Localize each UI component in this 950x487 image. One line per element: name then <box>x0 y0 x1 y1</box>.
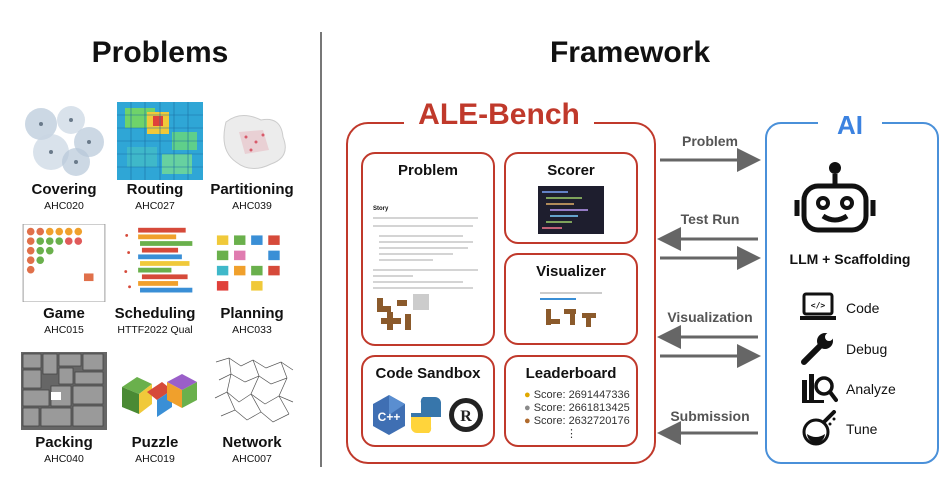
covering-thumbnail <box>21 102 107 180</box>
problem-story-label: Story <box>373 206 389 212</box>
problem-name: Partitioning <box>210 181 294 198</box>
tool-label-analyze: Analyze <box>846 381 896 397</box>
submission-arrow-label: Submission <box>670 408 750 424</box>
svg-text:R: R <box>460 408 472 425</box>
wrench-icon <box>801 333 833 365</box>
leaderboard-card: Leaderboard ● Score: 2691447336 ● Score:… <box>504 355 638 447</box>
flow-arrows <box>657 148 761 445</box>
network-thumbnail <box>211 352 297 430</box>
leaderboard-score-1: ● Score: 2691447336 <box>524 389 630 401</box>
puzzle-thumbnail <box>117 362 203 432</box>
scorer-card: Scorer <box>504 152 638 244</box>
cpp-icon: C++ <box>373 395 405 435</box>
ai-title: AI <box>818 110 882 141</box>
score-text: Score: 2632720176 <box>533 415 630 427</box>
problem-statement-preview <box>373 217 478 330</box>
code-icon: </> <box>800 292 836 320</box>
score-text: Score: 2661813425 <box>533 402 630 414</box>
leaderboard-card-title: Leaderboard <box>525 365 617 382</box>
more-icon: ⋮ <box>566 428 577 440</box>
problem-name: Puzzle <box>131 434 179 451</box>
problem-code: AHC020 <box>44 200 84 212</box>
problem-code: AHC015 <box>44 324 84 336</box>
scheduling-thumbnail <box>119 224 201 302</box>
problem-code: HTTF2022 Qual <box>117 324 193 336</box>
problem-card: Problem Story <box>361 152 495 346</box>
problem-arrow-label: Problem <box>681 133 738 149</box>
framework-heading: Framework <box>549 36 711 69</box>
problems-heading: Problems <box>91 36 229 69</box>
problem-name: Scheduling <box>114 305 196 322</box>
visualization-arrow-label: Visualization <box>667 309 753 325</box>
problem-code: AHC040 <box>44 453 84 465</box>
problem-name: Packing <box>35 434 93 451</box>
robot-icon <box>794 162 876 233</box>
problem-name: Planning <box>220 305 284 322</box>
tool-label-debug: Debug <box>846 341 888 357</box>
test-run-arrow-label: Test Run <box>680 211 740 227</box>
score-text: Score: 2691447336 <box>533 389 630 401</box>
problem-code: AHC019 <box>135 453 175 465</box>
leaderboard-score-3: ● Score: 2632720176 <box>524 415 630 427</box>
visualizer-card-title: Visualizer <box>536 263 606 280</box>
tool-label-tune: Tune <box>846 421 878 437</box>
scorer-card-title: Scorer <box>547 162 595 179</box>
code-editor-preview <box>538 186 604 234</box>
svg-text:C++: C++ <box>378 410 401 424</box>
visualizer-card: Visualizer <box>504 253 638 345</box>
code-sandbox-card-title: Code Sandbox <box>375 365 481 382</box>
problem-code: AHC027 <box>135 200 175 212</box>
code-sandbox-card: Code Sandbox C++ R <box>361 355 495 447</box>
ai-subtitle: LLM + Scaffolding <box>789 251 911 267</box>
section-divider <box>320 32 322 467</box>
problem-name: Routing <box>126 181 184 198</box>
visualizer-preview <box>536 289 606 337</box>
svg-text:</>: </> <box>811 301 826 310</box>
partitioning-thumbnail <box>211 102 297 180</box>
planning-thumbnail <box>213 224 295 302</box>
routing-thumbnail <box>117 102 203 180</box>
analyze-icon <box>802 374 838 403</box>
python-icon <box>411 397 441 433</box>
problem-name: Network <box>222 434 282 451</box>
problem-card-title: Problem <box>397 162 458 179</box>
language-icons: C++ R <box>373 395 483 435</box>
problem-code: AHC007 <box>232 453 272 465</box>
game-thumbnail <box>22 224 106 302</box>
ale-bench-title: ALE-Bench <box>404 98 594 132</box>
rust-icon: R <box>449 398 483 432</box>
problem-name: Game <box>43 305 85 322</box>
problem-code: AHC033 <box>232 324 272 336</box>
leaderboard-score-2: ● Score: 2661813425 <box>524 402 630 414</box>
problem-name: Covering <box>31 181 97 198</box>
flask-icon <box>802 410 836 446</box>
problem-code: AHC039 <box>232 200 272 212</box>
tool-label-code: Code <box>846 300 880 316</box>
packing-thumbnail <box>21 352 107 430</box>
